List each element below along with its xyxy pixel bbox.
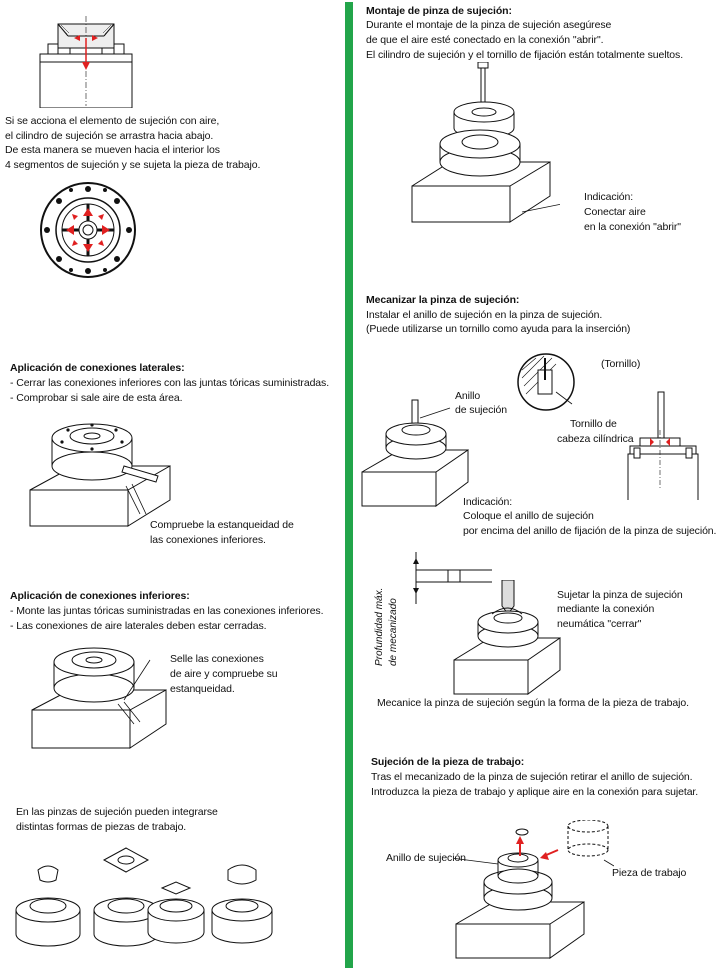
intro-line-1: Si se acciona el elemento de sujeción co… <box>5 115 220 127</box>
sujetar-line-3: neumática "cerrar" <box>557 618 642 630</box>
montaje-title: Montaje de pinza de sujeción: <box>366 5 512 17</box>
mecanice-line: Mecanice la pinza de sujeción según la f… <box>377 697 689 709</box>
montaje-callout-3: en la conexión "abrir" <box>584 221 681 233</box>
montaje-callout-1: Indicación: <box>584 191 634 203</box>
depth-label-2: de mecanizado <box>388 598 399 666</box>
mecanizar-chuck-figure <box>361 399 469 507</box>
chuck-top-view <box>40 182 136 278</box>
anillo-label-2: de sujeción <box>455 404 508 416</box>
forms-line-2: distintas formas de piezas de trabajo. <box>16 821 187 833</box>
indicacion-line-1: Indicación: <box>463 496 513 508</box>
sujecion-line-1: Tras el mecanizado de la pinza de sujeci… <box>371 771 693 783</box>
mecanizar-line-1: Instalar el anillo de sujeción en la pin… <box>366 309 603 321</box>
mecanizar-line-2: (Puede utilizarse un tornillo como ayuda… <box>366 323 631 335</box>
inferior-line-2: - Las conexiones de aire laterales deben… <box>10 620 267 632</box>
anillo-label-1: Anillo <box>455 390 481 402</box>
montaje-figure <box>411 62 560 223</box>
indicacion-line-2: Coloque el anillo de sujeción <box>463 510 594 522</box>
sujecion-anillo-label: Anillo de sujeción <box>386 852 466 864</box>
mecanizar-title: Mecanizar la pinza de sujeción: <box>366 294 520 306</box>
montaje-line-1: Durante el montaje de la pinza de sujeci… <box>366 19 612 31</box>
lateral-callout-1: Compruebe la estanqueidad de <box>150 519 294 531</box>
montaje-line-2: de que el aire esté conectado en la cone… <box>366 34 604 46</box>
inferior-callout-1: Selle las conexiones <box>170 653 264 665</box>
tornillo-cab-label-2: cabeza cilíndrica <box>557 433 634 445</box>
green-divider <box>345 2 353 968</box>
inferior-connections-figure <box>31 647 167 749</box>
inferior-callout-3: estanqueidad. <box>170 683 235 695</box>
sujecion-title: Sujeción de la pieza de trabajo: <box>371 756 525 768</box>
intro-line-3: De esta manera se mueven hacia el interi… <box>5 144 220 156</box>
intro-line-4: 4 segmentos de sujeción y se sujeta la p… <box>5 159 261 171</box>
depth-label-1: Profundidad máx. <box>374 587 385 666</box>
workpiece-forms-figure <box>15 847 273 947</box>
montaje-line-3: El cilindro de sujeción y el tornillo de… <box>366 49 684 61</box>
sujetar-line-1: Sujetar la pinza de sujeción <box>557 589 683 601</box>
tornillo-label: (Tornillo) <box>601 358 641 370</box>
forms-line-1: En las pinzas de sujeción pueden integra… <box>16 806 218 818</box>
lateral-line-2: - Comprobar si sale aire de esta área. <box>10 392 183 404</box>
inferior-line-1: - Monte las juntas tóricas suministradas… <box>10 605 324 617</box>
inferior-callout-2: de aire y compruebe su <box>170 668 278 680</box>
side-section-figure <box>627 391 699 500</box>
intro-line-2: el cilindro de sujeción se arrastra haci… <box>5 130 214 142</box>
depth-section-figure <box>413 552 492 604</box>
lateral-line-1: - Cerrar las conexiones inferiores con l… <box>10 377 330 389</box>
lateral-callout-2: las conexiones inferiores. <box>150 534 266 546</box>
detail-circle-figure <box>517 353 575 411</box>
sujecion-figure <box>454 820 614 959</box>
lateral-title: Aplicación de conexiones laterales: <box>10 362 185 374</box>
indicacion-line-3: por encima del anillo de fijación de la … <box>463 525 717 537</box>
sujecion-pieza-label: Pieza de trabajo <box>612 867 687 879</box>
inferior-title: Aplicación de conexiones inferiores: <box>10 590 190 602</box>
montaje-callout-2: Conectar aire <box>584 206 646 218</box>
sujecion-line-2: Introduzca la pieza de trabajo y aplique… <box>371 786 699 798</box>
tornillo-cab-label-1: Tornillo de <box>570 418 617 430</box>
sujetar-line-2: mediante la conexión <box>557 603 655 615</box>
cross-section-figure <box>39 16 133 108</box>
machining-chuck-figure <box>453 580 561 695</box>
lateral-connections-figure <box>29 423 171 527</box>
